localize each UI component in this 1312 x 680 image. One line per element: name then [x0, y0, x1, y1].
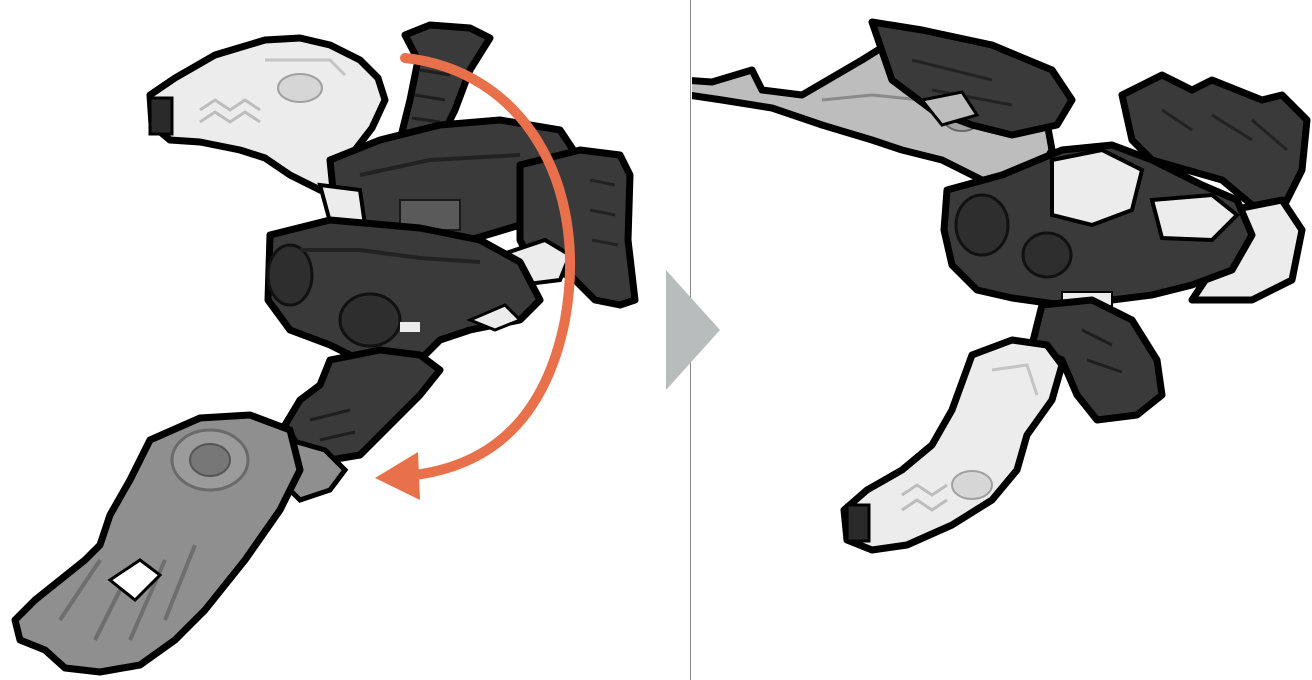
- step-before-panel: [0, 0, 690, 680]
- white-blaster-part: [844, 340, 1062, 550]
- gray-claw-part: [15, 415, 300, 672]
- dark-torso-main: [268, 220, 540, 360]
- step-after-panel: [692, 0, 1312, 680]
- robot-after-illustration: [692, 0, 1312, 680]
- robot-before-illustration: [0, 0, 690, 680]
